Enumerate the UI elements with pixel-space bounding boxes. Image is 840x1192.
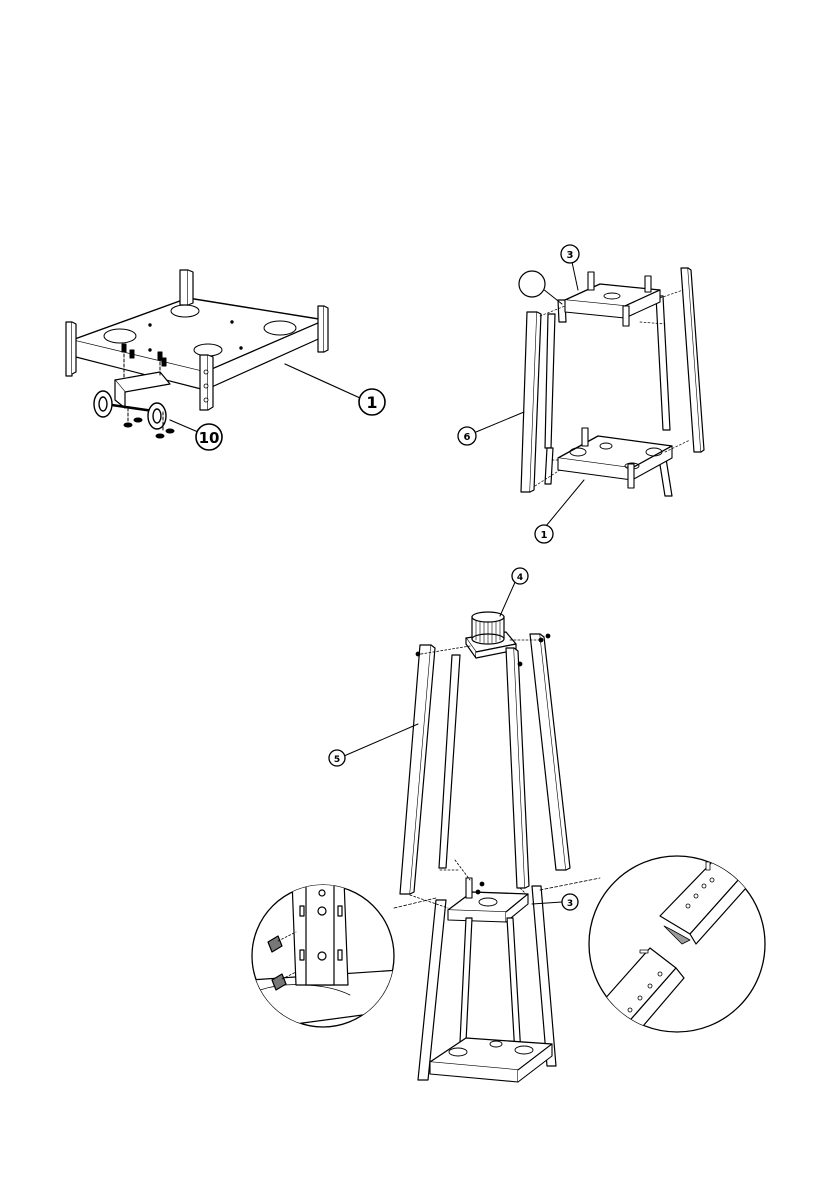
leg-profile xyxy=(656,296,670,430)
pole xyxy=(506,648,529,888)
corner-bracket xyxy=(66,322,76,376)
svg-text:1: 1 xyxy=(366,393,377,412)
screw-icon xyxy=(518,662,522,666)
callout-3: 3 xyxy=(561,245,579,263)
callout-5: 5 xyxy=(329,750,345,766)
screw-icon xyxy=(158,352,162,360)
svg-text:10: 10 xyxy=(199,429,220,447)
step2-frame-assembly: 3 6 1 xyxy=(458,245,704,543)
callout-3-tower: 3 xyxy=(562,894,578,910)
screw-icon xyxy=(476,890,480,894)
svg-text:1: 1 xyxy=(541,530,548,541)
detail-inset-left xyxy=(250,880,436,1030)
corner-bracket xyxy=(318,306,328,352)
screw-icon xyxy=(162,358,166,366)
leg-profile xyxy=(681,268,704,452)
pole xyxy=(400,645,435,894)
detail-inset-right xyxy=(540,856,765,1046)
svg-text:3: 3 xyxy=(567,899,573,909)
callout-1-frame: 1 xyxy=(535,525,553,543)
screw-icon xyxy=(480,882,484,886)
washer-icon xyxy=(166,429,174,433)
caster-wheel-icon xyxy=(94,391,112,417)
pole xyxy=(439,655,460,868)
washer-icon xyxy=(156,434,164,438)
screw-icon xyxy=(546,634,550,638)
svg-text:3: 3 xyxy=(567,250,574,261)
callout-blank xyxy=(519,271,545,297)
screw-icon xyxy=(122,344,126,352)
leg-profile xyxy=(545,314,555,448)
washer-icon xyxy=(134,418,142,422)
corner-bracket xyxy=(180,270,193,305)
svg-text:6: 6 xyxy=(464,432,471,443)
leg-profile xyxy=(521,312,541,492)
svg-text:4: 4 xyxy=(517,573,523,583)
pole xyxy=(530,634,570,870)
step1-base-assembly: 1 10 xyxy=(66,270,385,450)
corner-bracket xyxy=(200,355,213,410)
callout-10: 10 xyxy=(196,424,222,450)
callout-4: 4 xyxy=(512,568,528,584)
callout-1: 1 xyxy=(359,389,385,415)
screw-icon xyxy=(130,350,134,358)
callout-6: 6 xyxy=(458,427,476,445)
washer-icon xyxy=(124,423,132,427)
svg-text:5: 5 xyxy=(334,755,340,765)
screw-icon xyxy=(416,652,420,656)
